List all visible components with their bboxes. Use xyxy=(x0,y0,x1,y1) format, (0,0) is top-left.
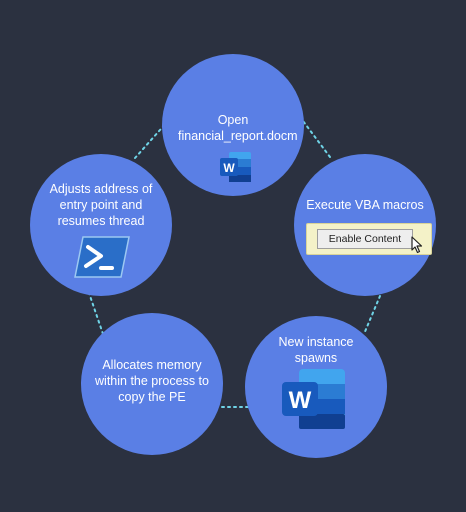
step-resume-thread: Adjusts address of entry point and resum… xyxy=(30,154,172,296)
svg-text:W: W xyxy=(223,161,235,175)
step-open-document: Open financial_report.docm W xyxy=(162,54,304,196)
connector-1-2 xyxy=(299,116,331,158)
step-new-instance-label: New instance spawns xyxy=(278,335,354,365)
security-warning-bar: Enable Content xyxy=(306,223,432,255)
step-allocate-memory: Allocates memory within the process to c… xyxy=(81,313,223,455)
enable-content-button[interactable]: Enable Content xyxy=(317,229,413,249)
step-execute-macros: Execute VBA macros Enable Content xyxy=(294,154,436,296)
powershell-icon xyxy=(74,235,130,284)
step-allocate-memory-label: Allocates memory within the process to c… xyxy=(95,358,209,404)
step-execute-macros-label: Execute VBA macros xyxy=(306,198,424,212)
svg-text:W: W xyxy=(289,387,312,414)
connector-4-5 xyxy=(88,292,104,335)
word-icon: W xyxy=(281,368,347,435)
step-new-instance: New instance spawns W xyxy=(245,316,387,458)
connector-2-3 xyxy=(363,295,381,335)
step-open-document-label: Open financial_report.docm xyxy=(178,113,298,143)
step-resume-thread-label: Adjusts address of entry point and resum… xyxy=(49,182,153,228)
word-icon: W xyxy=(219,150,253,189)
cursor-icon xyxy=(411,236,425,259)
